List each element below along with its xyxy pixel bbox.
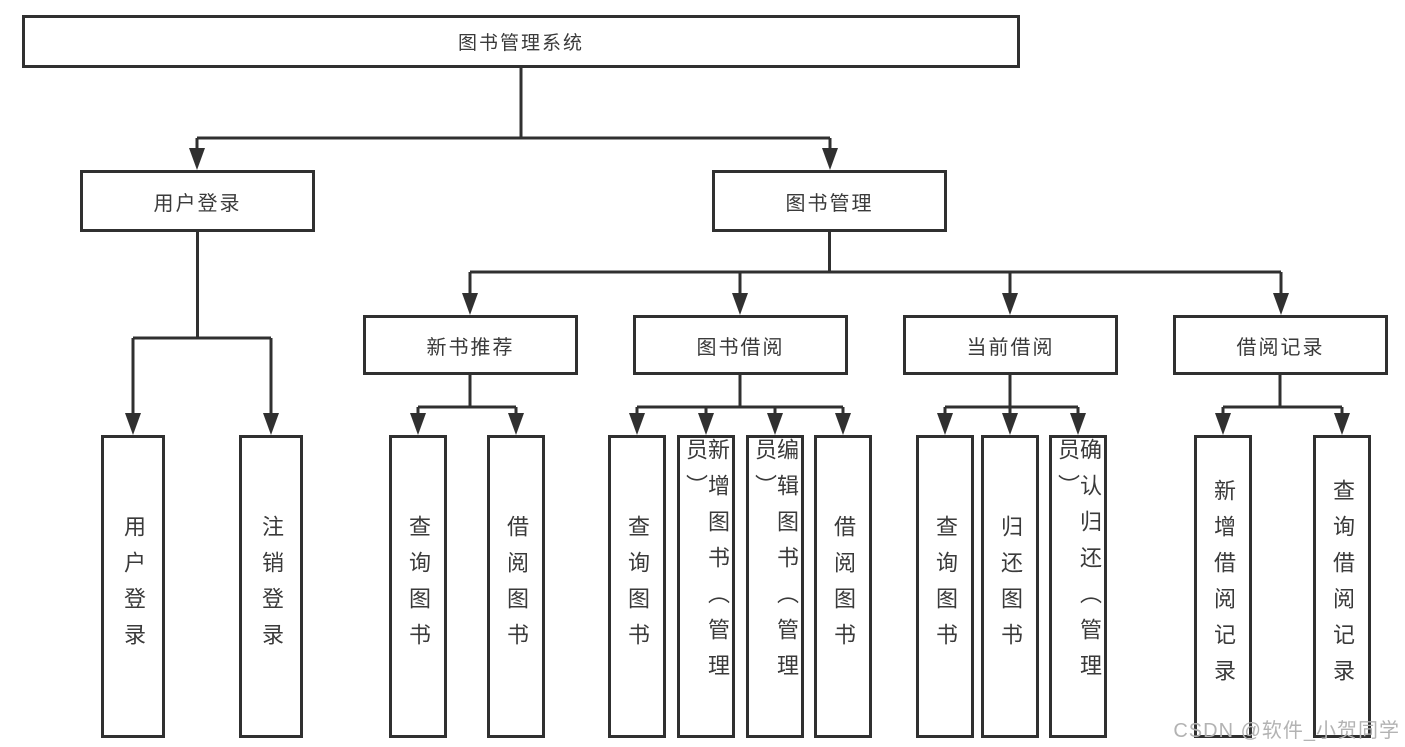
node-label: 借阅图书	[831, 514, 856, 659]
node-label: 注销登录	[259, 514, 284, 659]
leaf-add-borrow-record: 新增借阅记录	[1194, 435, 1252, 738]
node-label: 图书管理	[785, 192, 874, 215]
arrow-down-icon	[125, 413, 141, 435]
arrow-down-icon	[263, 413, 279, 435]
node-label: 借阅图书	[504, 514, 529, 659]
arrow-down-icon	[410, 413, 426, 435]
leaf-confirm-return-admin: 确认归还（管理员）	[1049, 435, 1107, 738]
tree-edges	[131, 68, 1344, 414]
arrow-down-icon	[1002, 293, 1018, 315]
node-label: 用户登录	[121, 514, 146, 659]
leaf-borrow-books-recommend: 借阅图书	[487, 435, 545, 738]
arrow-down-icon	[937, 413, 953, 435]
arrow-down-icon	[462, 293, 478, 315]
node-new-book-recommendation: 新书推荐	[363, 315, 578, 375]
node-label: 借阅记录	[1236, 336, 1325, 359]
node-label: 查询图书	[625, 514, 650, 659]
node-label: 图书借阅	[696, 336, 785, 359]
node-book-borrowing: 图书借阅	[633, 315, 848, 375]
arrow-down-icon	[698, 413, 714, 435]
node-label: 查询借阅记录	[1330, 478, 1355, 695]
node-user-login: 用户登录	[80, 170, 315, 232]
arrow-down-icon	[822, 148, 838, 170]
leaf-query-books-current: 查询图书	[916, 435, 974, 738]
arrow-down-icon	[629, 413, 645, 435]
node-label: 查询图书	[933, 514, 958, 659]
node-borrowing-records: 借阅记录	[1173, 315, 1388, 375]
arrow-down-icon	[1002, 413, 1018, 435]
leaf-edit-books-admin: 编辑图书（管理员）	[746, 435, 804, 738]
arrow-down-icon	[767, 413, 783, 435]
node-book-management: 图书管理	[712, 170, 947, 232]
node-library-management-system: 图书管理系统	[22, 15, 1020, 68]
node-label: 图书管理系统	[457, 33, 584, 54]
csdn-watermark: CSDN @软件_小贺同学	[1173, 720, 1400, 742]
node-label: 确认归还（管理员）	[1055, 438, 1102, 690]
node-label: 新增图书（管理员）	[683, 438, 730, 690]
arrow-down-icon	[1334, 413, 1350, 435]
leaf-user-login: 用户登录	[101, 435, 165, 738]
arrow-down-icon	[189, 148, 205, 170]
arrow-down-icon	[1273, 293, 1289, 315]
arrow-down-icon	[732, 293, 748, 315]
arrow-down-icon	[508, 413, 524, 435]
arrow-down-icon	[1070, 413, 1086, 435]
arrow-down-icons	[125, 148, 1350, 435]
node-label: 编辑图书（管理员）	[752, 438, 799, 690]
node-label: 用户登录	[153, 192, 242, 215]
node-label: 归还图书	[998, 514, 1023, 659]
node-label: 当前借阅	[966, 336, 1055, 359]
node-label: 新书推荐	[426, 336, 515, 359]
leaf-query-books-borrow: 查询图书	[608, 435, 666, 738]
leaf-borrow-books: 借阅图书	[814, 435, 872, 738]
leaf-add-books-admin: 新增图书（管理员）	[677, 435, 735, 738]
arrow-down-icon	[1215, 413, 1231, 435]
leaf-return-books: 归还图书	[981, 435, 1039, 738]
leaf-query-books-recommend: 查询图书	[389, 435, 447, 738]
arrow-down-icon	[835, 413, 851, 435]
node-label: 新增借阅记录	[1211, 478, 1236, 695]
leaf-logout: 注销登录	[239, 435, 303, 738]
node-current-borrowing: 当前借阅	[903, 315, 1118, 375]
leaf-query-borrow-record: 查询借阅记录	[1313, 435, 1371, 738]
node-label: 查询图书	[406, 514, 431, 659]
